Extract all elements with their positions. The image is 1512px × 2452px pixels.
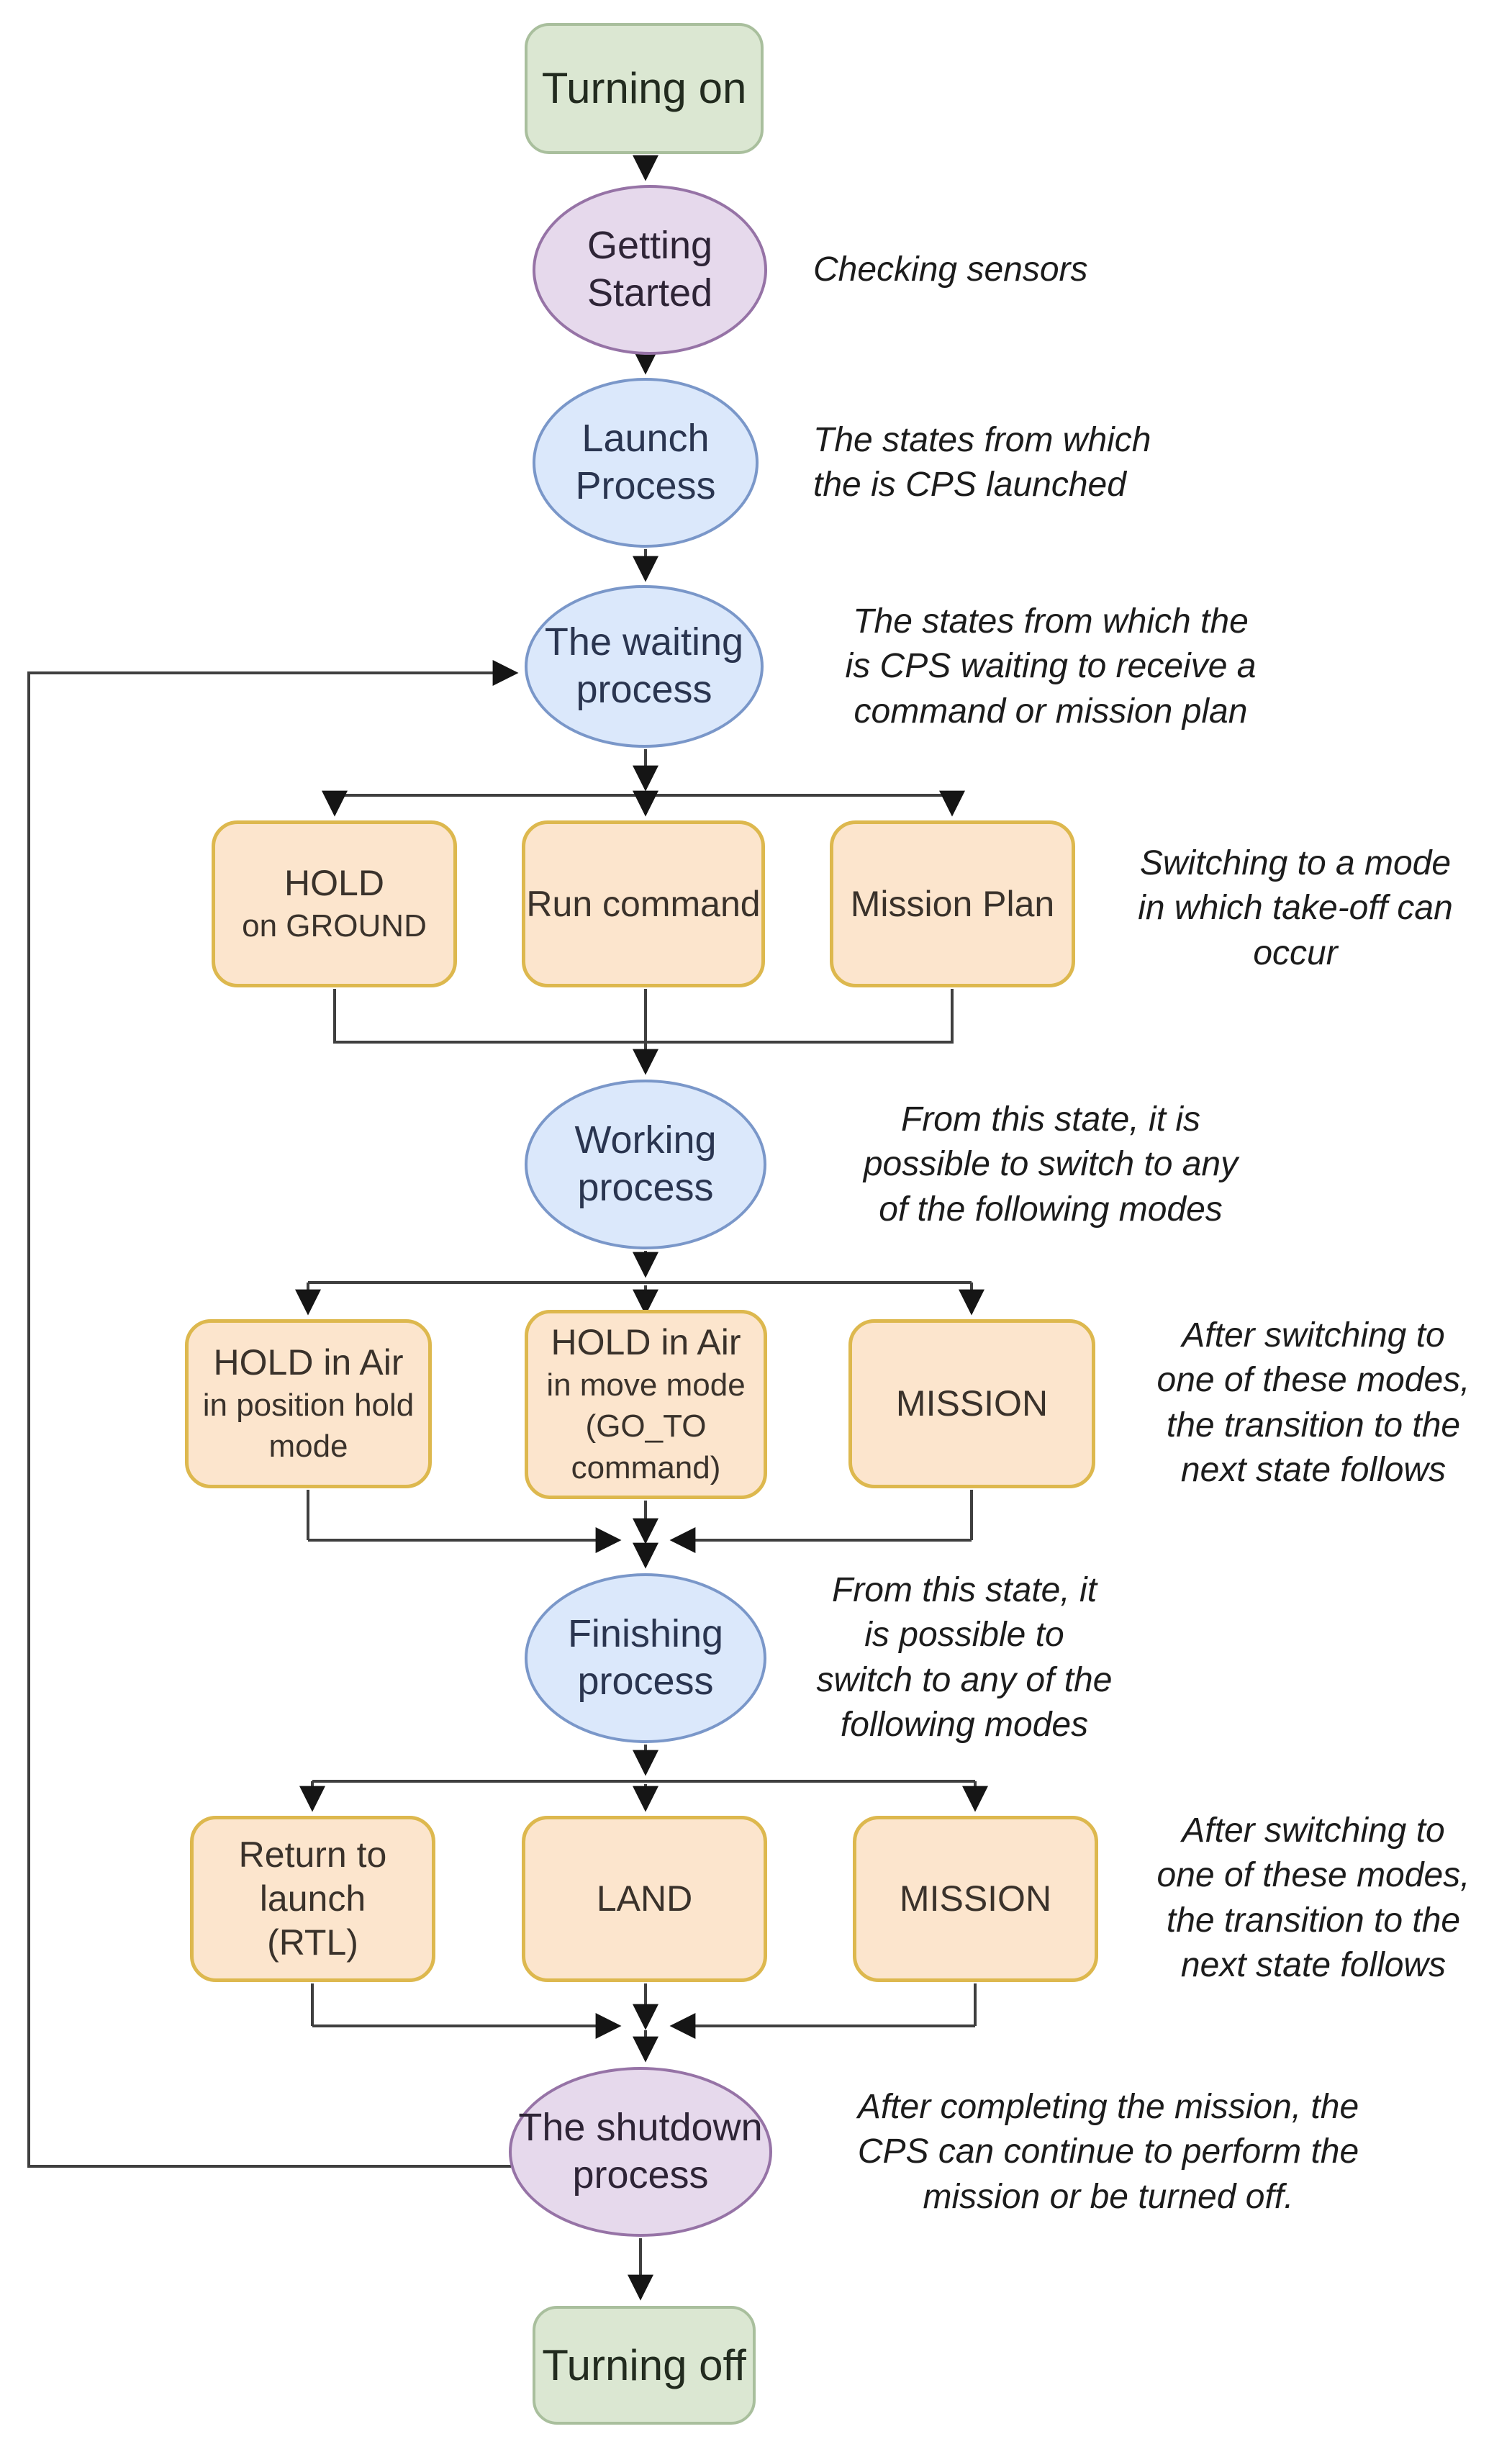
annotation-working-process: From this state, it is possible to switc… xyxy=(863,1100,1239,1229)
annotation-row2-modes: After switching to one of these modes, t… xyxy=(1156,1316,1470,1490)
converge1-line xyxy=(333,989,954,1044)
state-turning-on: Turning on xyxy=(525,23,764,154)
annotation-waiting-process: The states from which the is CPS waiting… xyxy=(845,602,1257,730)
annotation-shutdown-process: After completing the mission, the CPS ca… xyxy=(857,2088,1359,2216)
mode-hold-in-air-position: HOLD in Air in position hold mode xyxy=(185,1319,432,1488)
mode-label: MISSION xyxy=(899,1878,1052,1919)
mode-mission-air: MISSION xyxy=(848,1319,1095,1488)
mode-subtitle: in move mode (GO_TO command) xyxy=(546,1367,746,1485)
mode-subtitle: on GROUND xyxy=(242,908,427,944)
mode-title: HOLD in Air xyxy=(551,1322,741,1363)
annotation-row3-modes: After switching to one of these modes, t… xyxy=(1156,1811,1470,1985)
mode-run-command: Run command xyxy=(522,820,765,987)
mode-return-to-launch: Return to launch (RTL) xyxy=(190,1816,435,1982)
state-finishing-process: Finishing process xyxy=(525,1573,766,1743)
annotation-row1-modes: Switching to a mode in which take-off ca… xyxy=(1138,844,1453,972)
mode-label: MISSION xyxy=(895,1383,1049,1424)
mode-label: Return to launch (RTL) xyxy=(238,1835,387,1963)
state-turning-off: Turning off xyxy=(533,2306,756,2425)
state-label: Getting Started xyxy=(587,224,713,315)
mode-title: HOLD xyxy=(284,862,384,903)
state-label: Launch Process xyxy=(575,417,716,507)
annotation-finishing-process: From this state, it is possible to switc… xyxy=(816,1571,1113,1745)
state-label: Working process xyxy=(574,1118,717,1209)
state-launch-process: Launch Process xyxy=(533,378,759,548)
state-waiting-process: The waiting process xyxy=(525,585,764,748)
mode-mission-plan: Mission Plan xyxy=(830,820,1075,987)
mode-hold-in-air-move: HOLD in Air in move mode (GO_TO command) xyxy=(525,1310,767,1499)
mode-mission-finish: MISSION xyxy=(853,1816,1098,1982)
mode-land: LAND xyxy=(522,1816,767,1982)
annotation-checking-sensors: Checking sensors xyxy=(813,250,1088,289)
state-label: The waiting process xyxy=(544,620,744,711)
state-label: Turning off xyxy=(542,2340,746,2389)
state-working-process: Working process xyxy=(525,1080,766,1249)
mode-label: LAND xyxy=(596,1878,693,1919)
state-shutdown-process: The shutdown process xyxy=(509,2067,772,2237)
mode-label: Run command xyxy=(526,883,761,924)
mode-title: HOLD in Air xyxy=(213,1342,404,1383)
mode-hold-on-ground: HOLD on GROUND xyxy=(212,820,457,987)
feedback-loop-shutdown-to-waiting xyxy=(27,660,519,2168)
state-label: Finishing process xyxy=(567,1612,724,1703)
annotation-launch-process: The states from which the is CPS launche… xyxy=(813,421,1151,505)
mode-label: Mission Plan xyxy=(850,883,1055,924)
state-label: Turning on xyxy=(541,64,747,113)
state-label: The shutdown process xyxy=(518,2106,763,2197)
mode-subtitle: in position hold mode xyxy=(202,1387,415,1464)
state-getting-started: Getting Started xyxy=(533,185,767,355)
